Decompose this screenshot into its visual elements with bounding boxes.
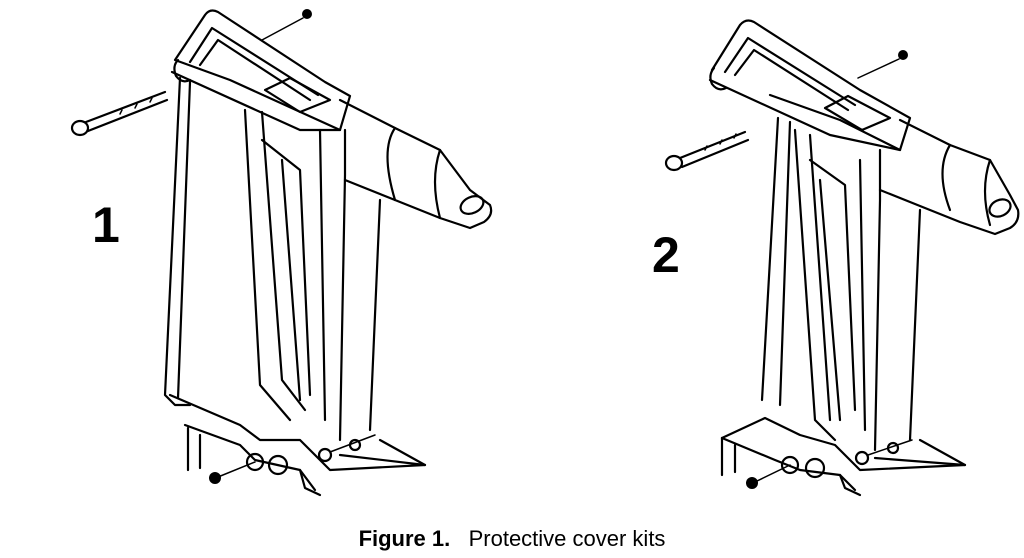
kit-2-spout xyxy=(878,118,1020,236)
kit-2-label: 2 xyxy=(652,227,680,283)
kit-1-label: 1 xyxy=(92,197,120,253)
kit-1-long-screw xyxy=(70,90,169,137)
cover-kit-1-drawing xyxy=(70,9,493,497)
kit-2-bottom-bracket xyxy=(720,416,967,497)
cover-kit-2-drawing xyxy=(664,19,1020,497)
kit-1-body xyxy=(163,76,382,442)
kit-1-top-rail xyxy=(170,9,352,132)
kit-2-bottom-nut xyxy=(746,477,758,489)
kit-1-bottom-nut xyxy=(209,472,221,484)
kit-2-top-nut xyxy=(898,50,908,60)
kit-2-top-rail xyxy=(708,19,912,152)
figure-caption-text: Protective cover kits xyxy=(468,526,666,551)
kit-2-body xyxy=(760,116,922,452)
kit-2-long-screw xyxy=(664,130,750,172)
figure-caption: Figure 1. Protective cover kits xyxy=(0,526,1024,552)
kit-1-top-nut xyxy=(302,9,312,19)
figure-number: Figure 1. xyxy=(358,526,451,551)
kit-1-spout xyxy=(338,98,493,230)
kit-1-bottom-bracket xyxy=(168,393,427,497)
